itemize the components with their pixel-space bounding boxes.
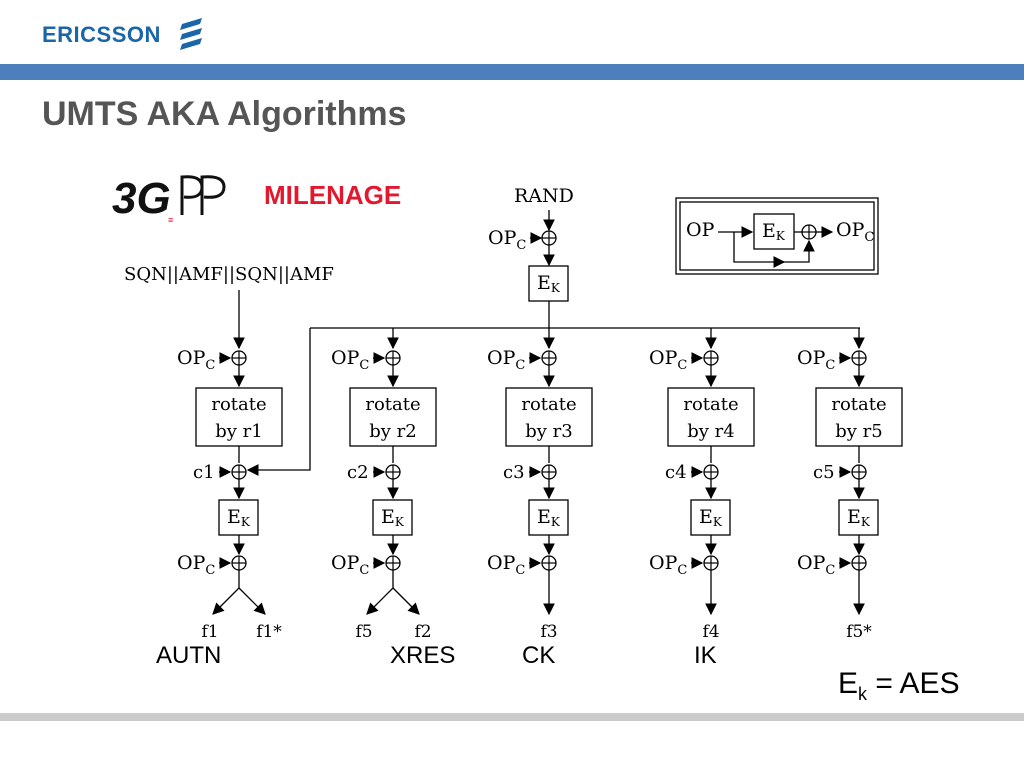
svg-text:EK: EK (762, 220, 786, 243)
threegpp-logo: 3G ≡ (112, 174, 226, 225)
page-title: UMTS AKA Algorithms (42, 95, 407, 133)
svg-text:rotate: rotate (211, 394, 266, 415)
opc-input: OPC (331, 552, 369, 578)
svg-text:EK: EK (381, 506, 405, 529)
output-function-label: f2 (414, 622, 431, 642)
xor-constant (541, 464, 557, 480)
svg-text:EK: EK (537, 506, 561, 529)
opc-derivation-box: OP EK OPC (675, 197, 879, 275)
output-function-label: f4 (702, 622, 719, 642)
opc-input: OPC (649, 347, 687, 373)
rotate-box: rotate by r5 (815, 387, 903, 447)
output-function-label: f1* (256, 622, 282, 642)
xor-opc-2 (851, 555, 867, 571)
ek-box: EK (218, 499, 259, 536)
constant-label: c3 (503, 462, 525, 483)
rotate-box: rotate by r3 (505, 387, 593, 447)
constant-label: c5 (813, 462, 835, 483)
rotate-box: rotate by r4 (667, 387, 755, 447)
svg-text:by r1: by r1 (215, 421, 262, 442)
xor-opc-2 (703, 555, 719, 571)
opc-input: OPC (487, 552, 525, 578)
svg-text:by r5: by r5 (835, 421, 882, 442)
ericsson-logo-icon (180, 18, 202, 50)
output-function-label: f3 (540, 622, 557, 642)
opc-input: OPC (177, 552, 215, 578)
ek-box: EK (528, 499, 569, 536)
svg-text:by r3: by r3 (525, 421, 572, 442)
opc-input: OPC (649, 552, 687, 578)
svg-text:OP: OP (686, 219, 715, 241)
xor-opc-1 (703, 350, 719, 366)
output-ik: IK (694, 642, 717, 669)
svg-text:EK: EK (699, 506, 723, 529)
milenage-label: MILENAGE (264, 180, 402, 210)
sqn-amf-input: SQN||AMF||SQN||AMF (124, 264, 334, 285)
svg-text:3G: 3G (112, 174, 171, 223)
output-function-label: f5* (846, 622, 872, 642)
svg-text:rotate: rotate (683, 394, 738, 415)
rotate-box: rotate by r1 (195, 387, 283, 447)
output-function-label: f1 (201, 622, 218, 642)
header-bar (0, 64, 1024, 80)
constant-label: c1 (193, 462, 215, 483)
constant-label: c2 (347, 462, 369, 483)
rand-label: RAND (514, 185, 574, 207)
xor-constant (703, 464, 719, 480)
xor-constant (231, 464, 247, 480)
output-xres: XRES (390, 642, 456, 669)
opc-input: OPC (797, 552, 835, 578)
xor-opc-2 (541, 555, 557, 571)
opc-input: OPC (331, 347, 369, 373)
ericsson-logo: ERICSSON (42, 22, 161, 47)
svg-text:rotate: rotate (831, 394, 886, 415)
ek-box: EK (372, 499, 413, 536)
xor-opc-2 (385, 555, 401, 571)
xor-opc-1 (851, 350, 867, 366)
opc-input-top: OPC (488, 227, 526, 253)
svg-text:OPC: OPC (488, 227, 526, 253)
rotate-box: rotate by r2 (349, 387, 437, 447)
xor-constant (851, 464, 867, 480)
ek-equals-aes: Ek = AES (838, 667, 960, 704)
svg-text:EK: EK (537, 272, 561, 295)
footer-bar (0, 713, 1024, 721)
ek-box: EK (690, 499, 731, 536)
svg-text:rotate: rotate (365, 394, 420, 415)
svg-text:by r4: by r4 (687, 421, 734, 442)
xor-constant (385, 464, 401, 480)
xor-opc-2 (231, 555, 247, 571)
svg-text:EK: EK (847, 506, 871, 529)
svg-text:EK: EK (227, 506, 251, 529)
svg-text:OPC: OPC (836, 219, 874, 245)
xor-opc-1 (541, 350, 557, 366)
output-function-label: f5 (355, 622, 372, 642)
ek-box: EK (838, 499, 879, 536)
svg-text:rotate: rotate (521, 394, 576, 415)
constant-label: c4 (665, 462, 687, 483)
opc-input: OPC (797, 347, 835, 373)
opc-input: OPC (487, 347, 525, 373)
xor-opc-1 (385, 350, 401, 366)
output-ck: CK (522, 642, 556, 669)
opc-input: OPC (177, 347, 215, 373)
svg-text:by r2: by r2 (369, 421, 416, 442)
output-autn: AUTN (156, 642, 222, 669)
svg-text:≡: ≡ (168, 215, 173, 225)
xor-opc-1 (231, 350, 247, 366)
